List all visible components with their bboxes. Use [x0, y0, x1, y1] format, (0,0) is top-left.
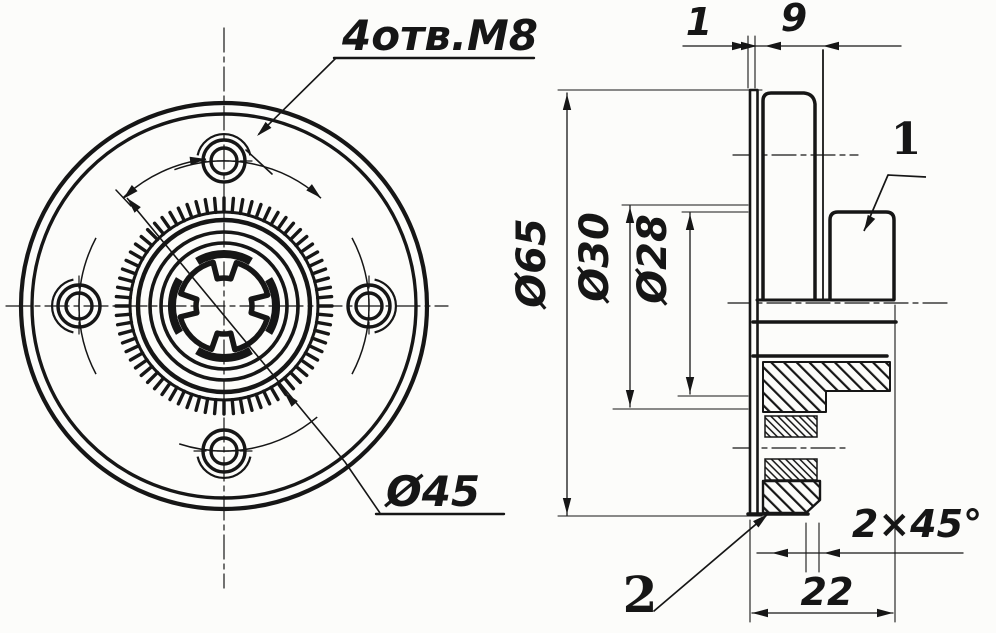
rim-width-label: 9	[781, 0, 807, 40]
drawing-geometry	[5, 27, 964, 623]
gear-dia-label: Ø30	[572, 212, 618, 304]
callout-part-2: 2	[623, 565, 658, 624]
outer-dia-label: Ø65	[509, 218, 555, 310]
bolt-circle-dia-label: Ø45	[384, 467, 480, 516]
drawing-labels: 4отв.М8 Ø45 Ø65 Ø30 Ø28 1 9 2×45° 22 1 2	[341, 0, 982, 624]
callout-part-1: 1	[891, 114, 922, 165]
holes-note-label: 4отв.М8	[341, 11, 538, 60]
overall-width-label: 22	[801, 570, 854, 614]
chamfer-label: 2×45°	[852, 502, 982, 546]
plate-thickness-label: 1	[686, 0, 712, 44]
bushing-dia-label: Ø28	[630, 214, 676, 306]
